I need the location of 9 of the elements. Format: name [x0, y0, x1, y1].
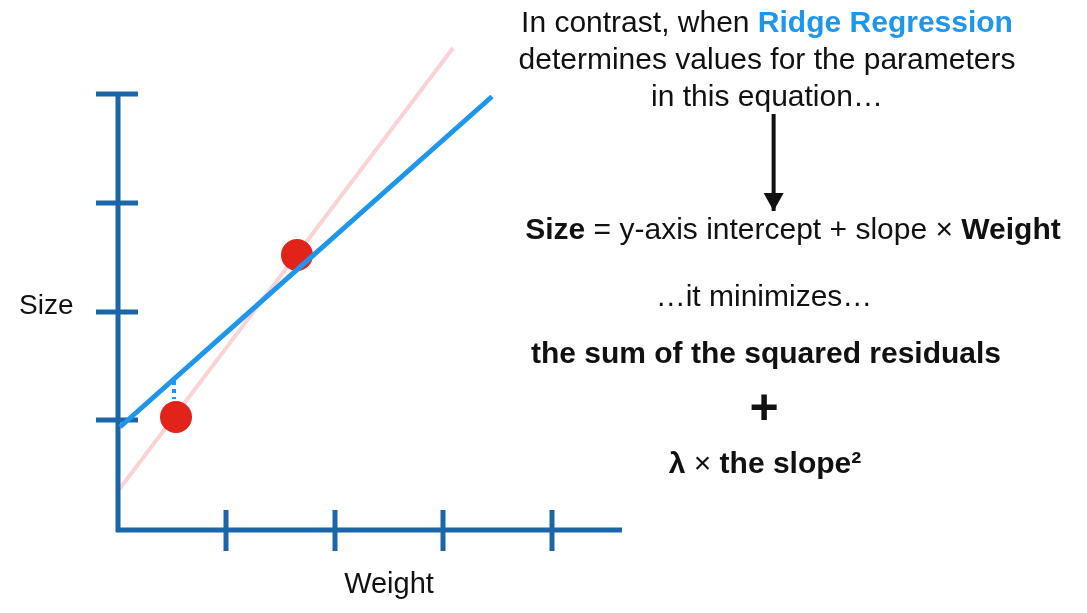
minimizes-text: …it minimizes…	[655, 278, 873, 314]
y-axis-label: Size	[19, 288, 74, 322]
x-axis-label: Weight	[344, 566, 434, 601]
residual-sum-text: the sum of the squared residuals	[530, 335, 1002, 371]
intro-text: In contrast, when Ridge Regression determines values for the parameters in this equation…	[512, 3, 1022, 114]
plus-sign: +	[749, 382, 779, 432]
penalty-term-text: λ × the slope²	[668, 445, 862, 481]
equation-text: Size = y-axis intercept + slope × Weight	[525, 211, 1061, 247]
arrow	[763, 114, 784, 211]
